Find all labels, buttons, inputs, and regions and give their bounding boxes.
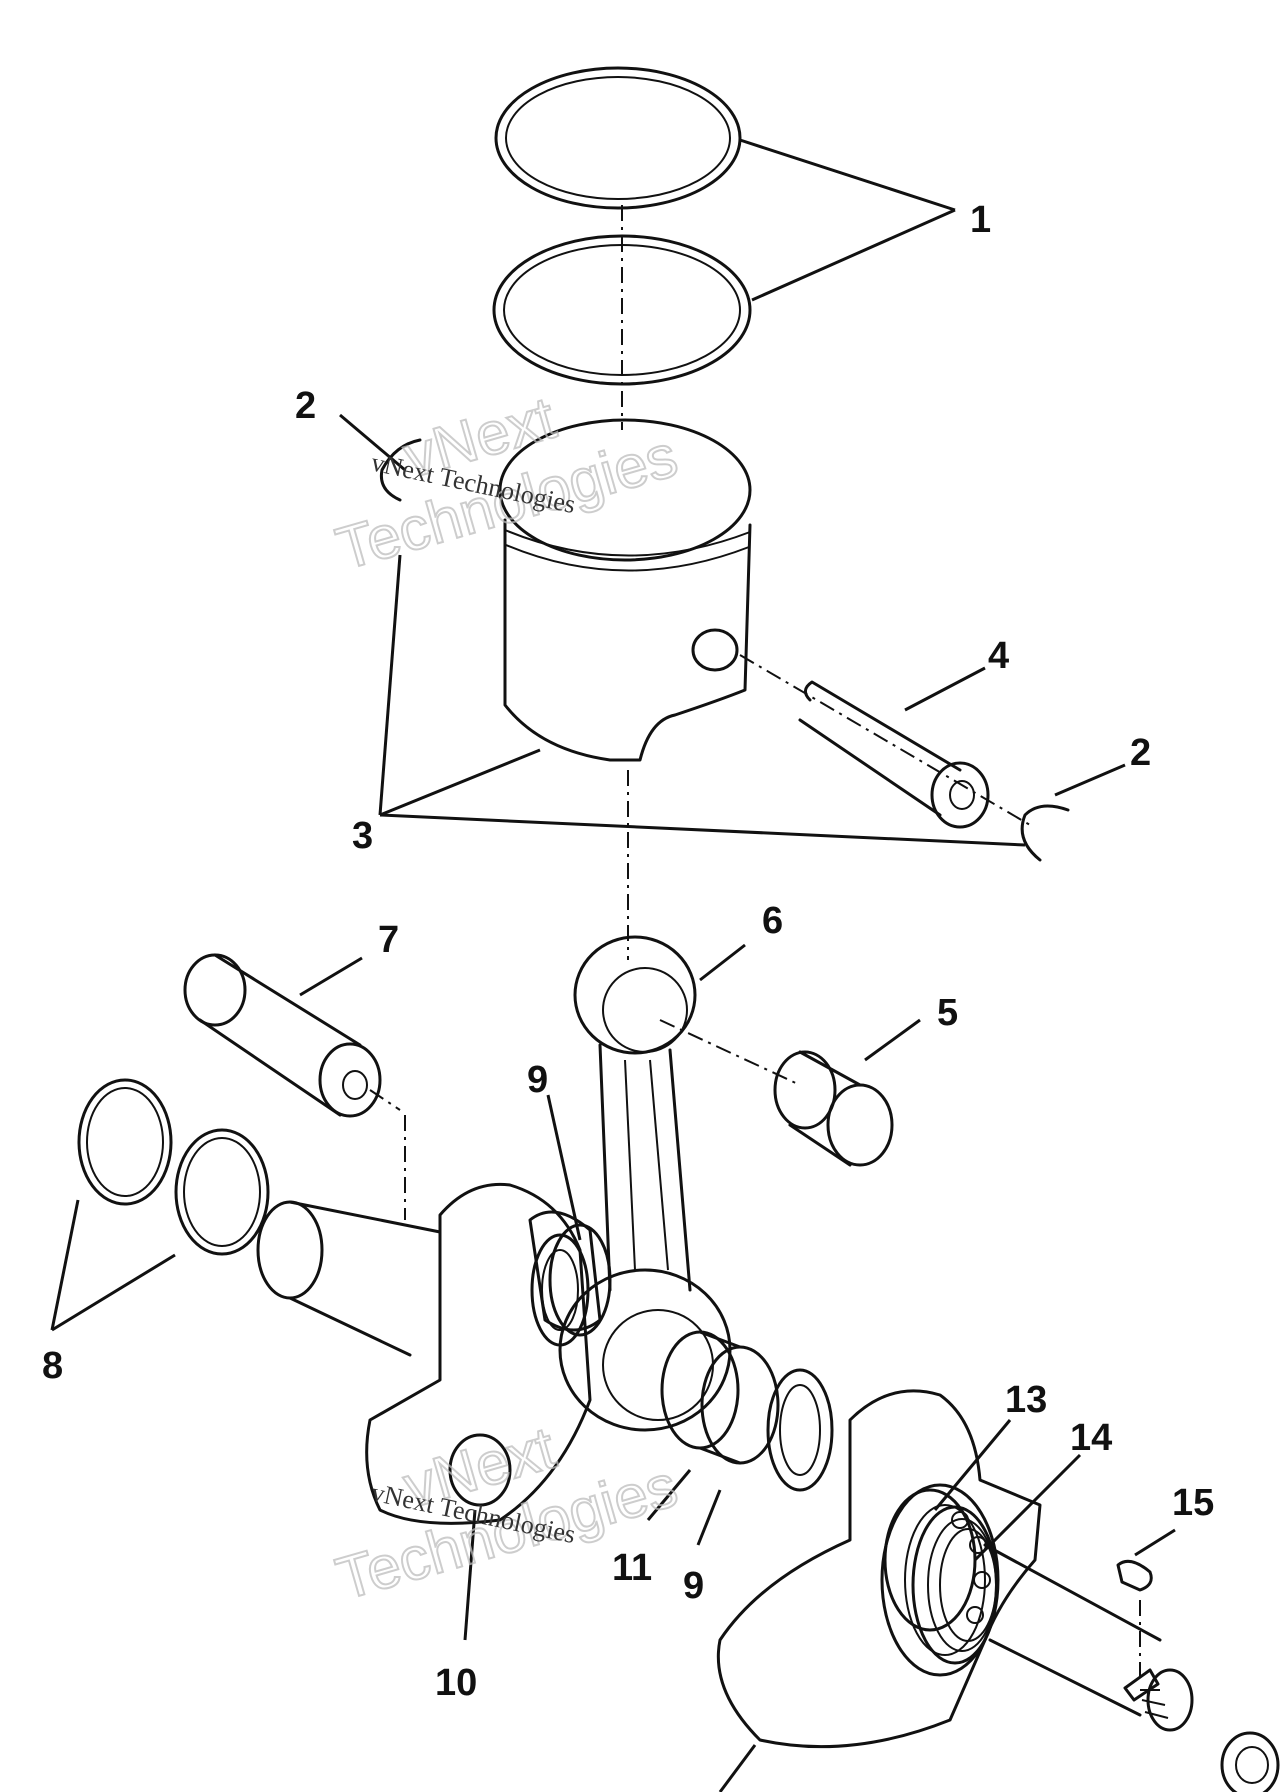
callout-9-lower: 9 bbox=[683, 1565, 704, 1607]
callout-9-upper: 9 bbox=[527, 1059, 548, 1101]
thrust-ring-inner bbox=[174, 1128, 270, 1256]
callout-11: 11 bbox=[612, 1547, 652, 1589]
callout-3: 3 bbox=[352, 815, 373, 857]
centerline-needle bbox=[659, 1019, 801, 1086]
callout-6: 6 bbox=[762, 900, 783, 942]
connecting-rod bbox=[558, 935, 732, 1432]
callout-10: 10 bbox=[435, 1662, 477, 1704]
output-shaft bbox=[983, 1543, 1194, 1732]
woodruff-key bbox=[1116, 1559, 1153, 1592]
wrist-pin bbox=[798, 680, 990, 829]
circlip-left bbox=[379, 438, 422, 502]
callout-5: 5 bbox=[937, 992, 958, 1034]
crank-pin-bearing bbox=[660, 1330, 780, 1465]
callout-7: 7 bbox=[378, 919, 399, 961]
circlip-right bbox=[1020, 804, 1070, 862]
centerline-pin bbox=[739, 654, 1031, 826]
callout-8: 8 bbox=[42, 1345, 63, 1387]
callout-14: 14 bbox=[1070, 1417, 1112, 1459]
piston bbox=[498, 418, 752, 762]
washer-lower bbox=[766, 1368, 834, 1492]
callout-13: 13 bbox=[1005, 1379, 1047, 1421]
piston-ring-upper bbox=[494, 66, 742, 210]
callout-1: 1 bbox=[970, 199, 991, 241]
crankshaft-left bbox=[256, 1182, 612, 1525]
watermark-upper: vNext Technologies bbox=[328, 383, 685, 584]
thrust-ring-outer bbox=[77, 1078, 173, 1206]
crank-pin bbox=[183, 953, 382, 1118]
callout-4: 4 bbox=[988, 635, 1009, 677]
shaft-washer bbox=[1220, 1731, 1280, 1792]
leader-lines bbox=[50, 138, 1176, 1792]
callout-2-right: 2 bbox=[1130, 732, 1151, 774]
washer-upper bbox=[530, 1233, 590, 1347]
centerline-crank-pin-a bbox=[369, 1089, 401, 1111]
callout-15: 15 bbox=[1172, 1482, 1214, 1524]
callout-2-left: 2 bbox=[295, 385, 316, 427]
oil-seal bbox=[911, 1505, 999, 1665]
needle-bearing bbox=[773, 1050, 894, 1167]
